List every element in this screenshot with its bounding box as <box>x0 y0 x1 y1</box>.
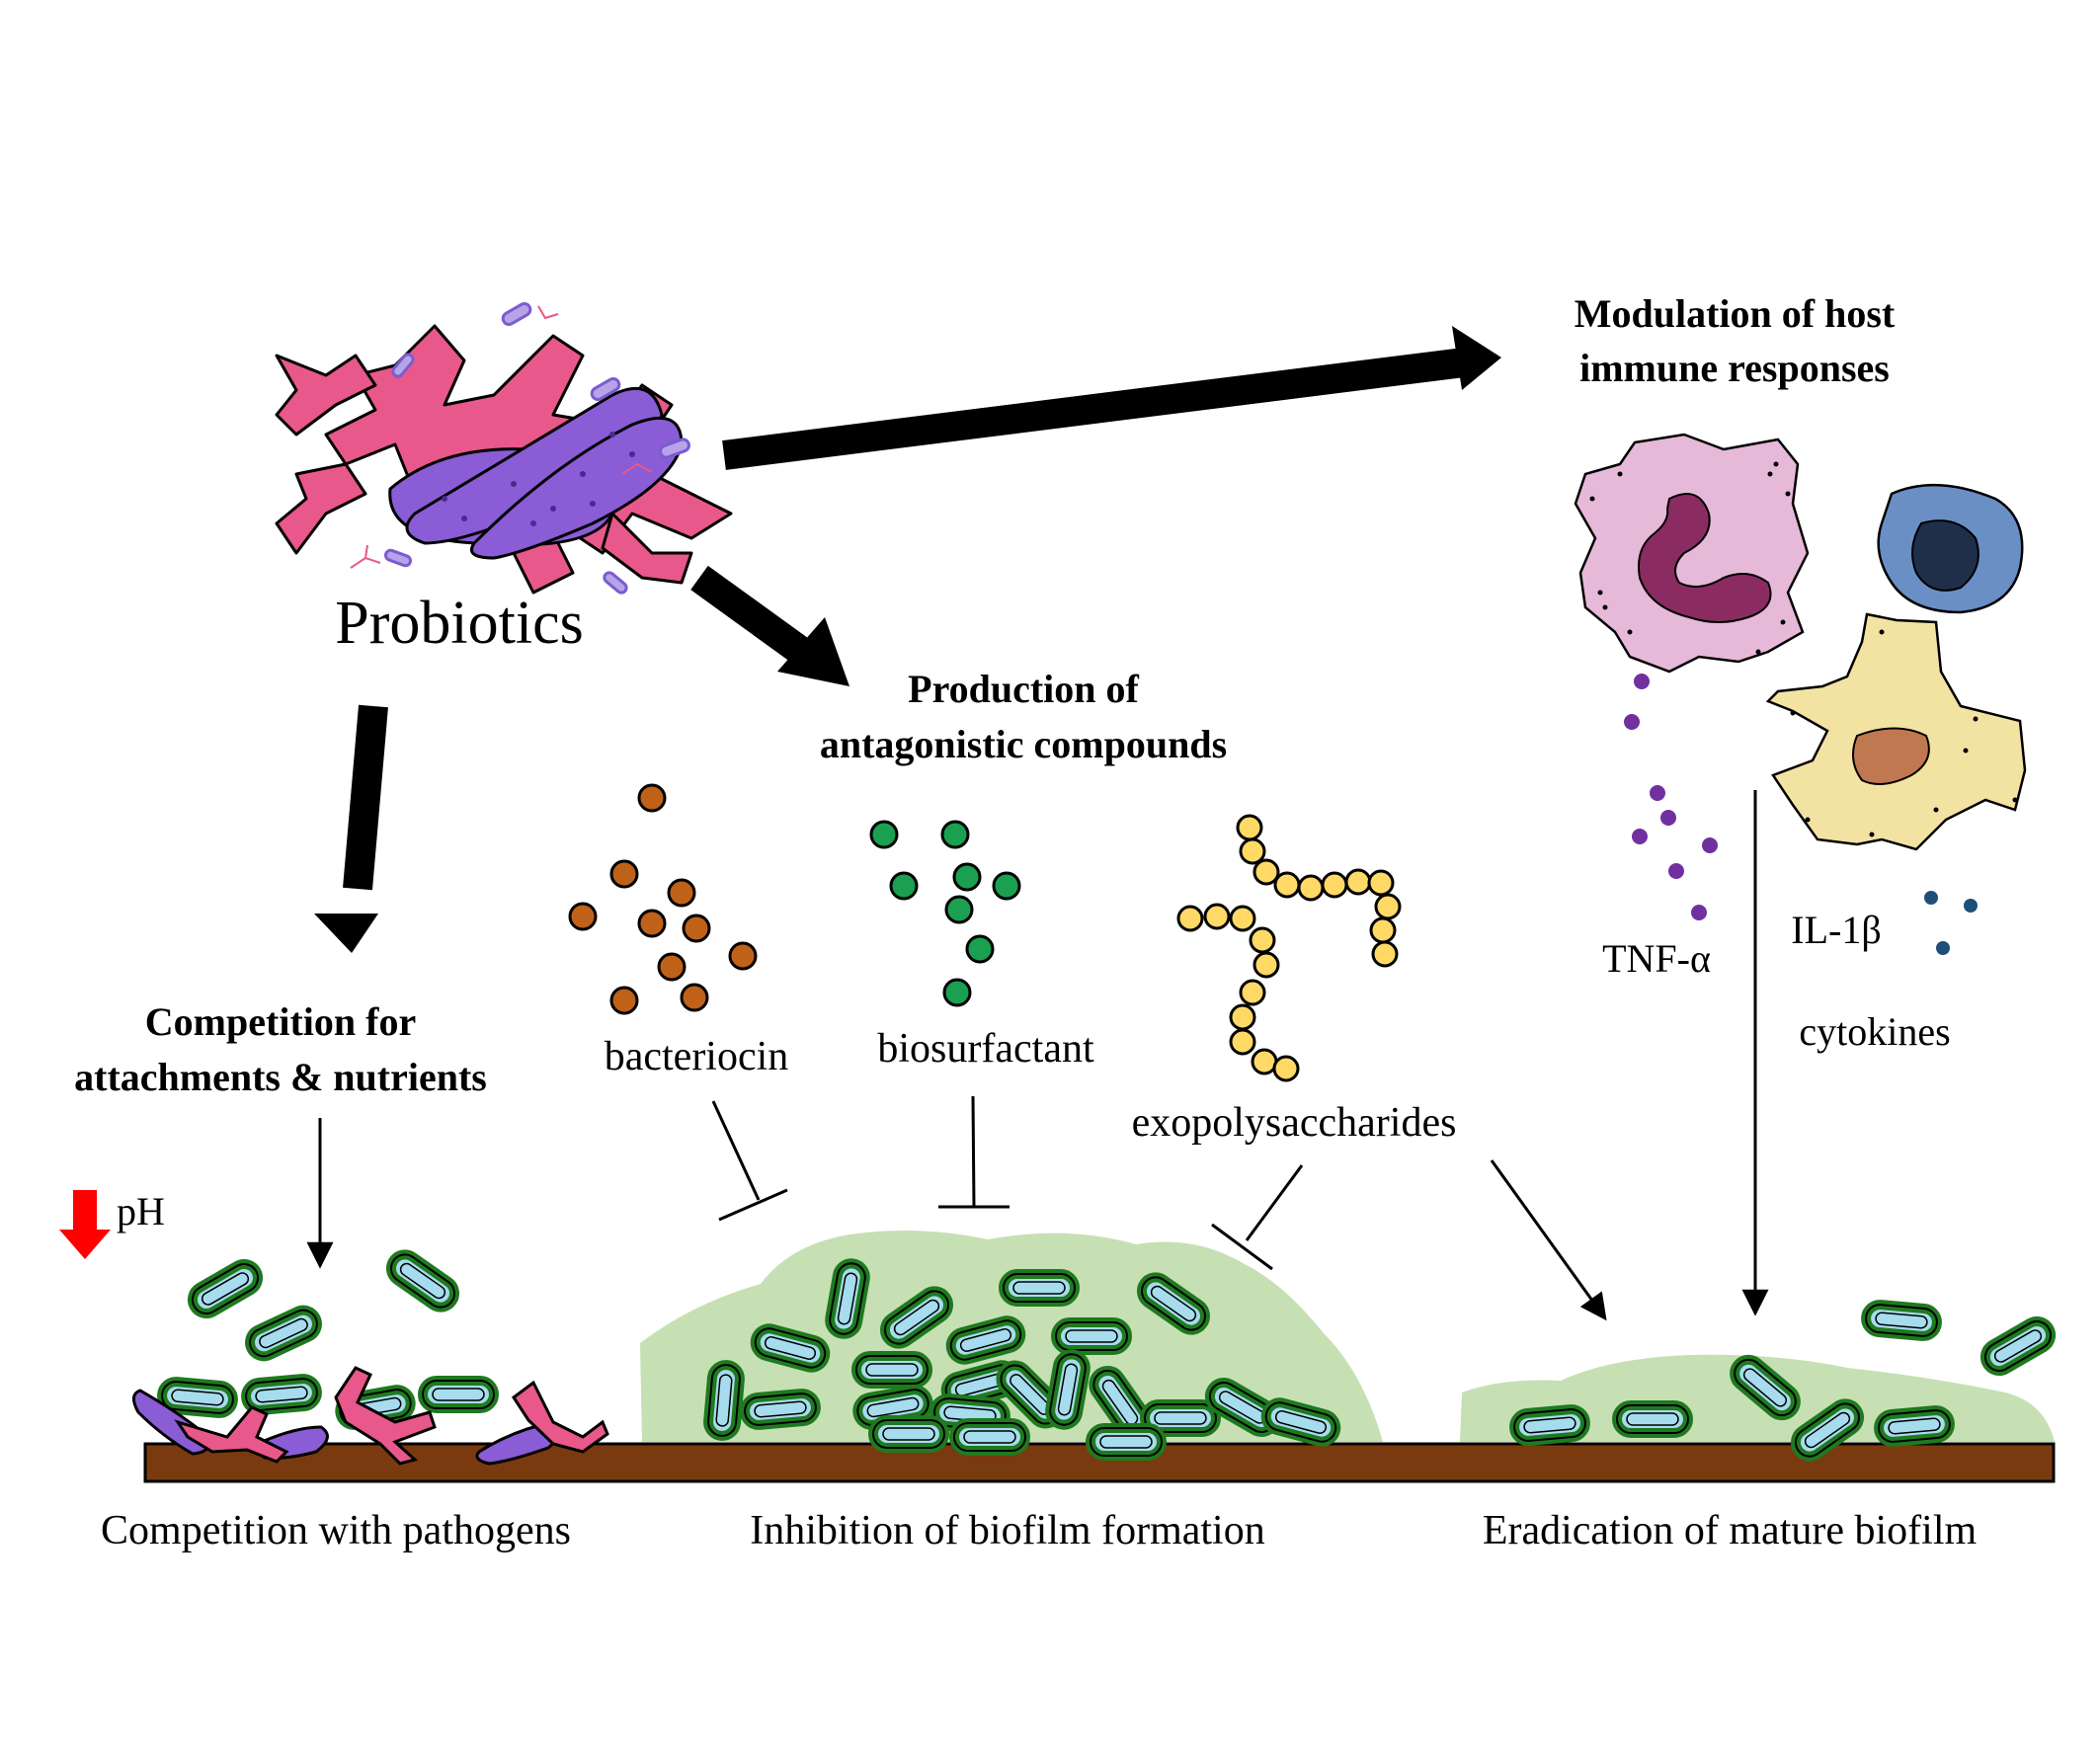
pathogens-left <box>132 1249 609 1466</box>
cytokines-label: cytokines <box>1799 1009 1950 1054</box>
macrophage-icon <box>1574 433 1810 674</box>
svg-text:immune responses: immune responses <box>1579 346 1890 390</box>
arrow-to-modulation <box>722 326 1501 470</box>
svg-text:Production of: Production of <box>908 667 1139 711</box>
probiotics-cluster-icon <box>275 302 733 595</box>
probiotics-label: Probiotics <box>335 590 583 657</box>
dendritic-cell-icon <box>1765 612 2027 851</box>
thin-arrows <box>306 790 1769 1321</box>
arrow-to-production <box>690 565 849 686</box>
il-1b-dots <box>1924 891 1978 955</box>
bottom-label-competition: Competition with pathogens <box>101 1508 571 1553</box>
tnf-alpha-label: TNF-α <box>1602 936 1711 981</box>
ph-label: pH <box>117 1189 165 1233</box>
biosurfactant-particles <box>869 820 1021 1007</box>
exopolysaccharides-label: exopolysaccharides <box>1132 1100 1457 1146</box>
svg-text:Competition for: Competition for <box>145 999 416 1044</box>
bottom-label-eradication: Eradication of mature biofilm <box>1483 1508 1978 1553</box>
bacteriocin-particles <box>568 783 758 1015</box>
production-heading: Production of antagonistic compounds <box>820 667 1227 766</box>
biosurfactant-label: biosurfactant <box>877 1026 1094 1072</box>
bottom-label-inhibition: Inhibition of biofilm formation <box>750 1508 1264 1553</box>
competition-heading: Competition for attachments & nutrients <box>74 999 487 1099</box>
lymphocyte-icon <box>1877 483 2024 614</box>
svg-text:Modulation of host: Modulation of host <box>1575 291 1896 336</box>
tnf-alpha-dots <box>1624 674 1718 920</box>
il-1b-label: IL-1β <box>1791 908 1881 952</box>
arrow-to-competition <box>314 704 388 953</box>
modulation-heading: Modulation of host immune responses <box>1575 291 1896 390</box>
svg-text:attachments & nutrients: attachments & nutrients <box>74 1055 487 1099</box>
exopolysaccharide-chains <box>1176 814 1402 1082</box>
inhibitor-lines <box>711 1095 1304 1271</box>
svg-text:antagonistic compounds: antagonistic compounds <box>820 722 1227 766</box>
bacteriocin-label: bacteriocin <box>605 1034 789 1079</box>
ph-down-arrow-icon <box>59 1190 111 1259</box>
